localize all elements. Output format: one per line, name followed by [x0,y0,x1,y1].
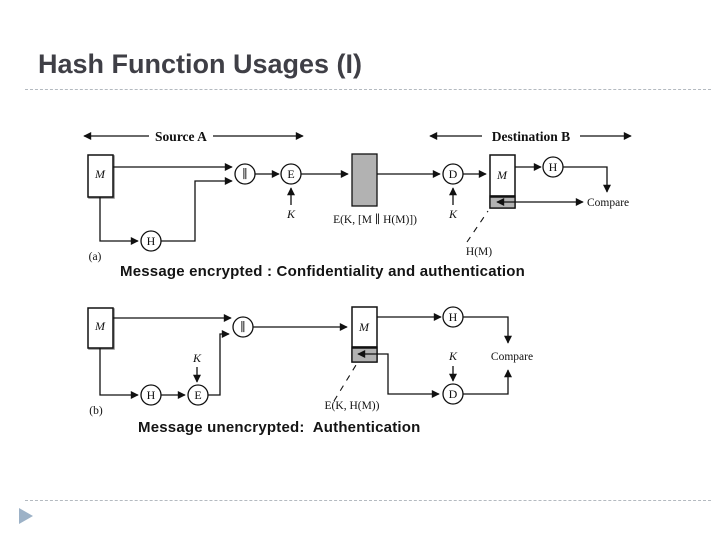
m-to-hash-line-b [99,348,139,399]
message-label-a-source: M [94,167,106,181]
encrypt-label-a: E [287,167,294,181]
hash-label-a-source: H [147,234,156,248]
caption-unencrypted: Message unencrypted: Authentication [138,419,421,436]
message-label-b-dest: M [358,320,370,334]
hash-to-compare-line-a [563,166,611,193]
destination-b-label: Destination B [492,129,570,144]
message-label-a-dest: M [496,168,508,182]
corner-triangle-icon [19,508,33,524]
hash-label-a-dest: H [549,160,558,174]
source-a-label: Source A [155,129,207,144]
key-label-encrypt-a: K [286,207,296,221]
cipher-pointer-dash-b [333,364,357,402]
concat-label-b: ∥ [240,320,246,334]
decrypt-to-compare-line-b [463,369,512,395]
ciphertext-label-b: E(K, H(M)) [325,400,380,412]
tag-a: (a) [89,251,102,263]
key-label-decrypt-b: K [448,349,458,363]
hash-to-compare-line-b [463,316,512,344]
diagram-a: M H ∥ E K E(K, [M ∥ H(M)]) D K M Compare… [87,153,629,263]
encrypt-to-concat-line-b [208,330,230,396]
hash-label-b-dest: H [449,310,458,324]
caption-encrypted: Message encrypted : Confidentiality and … [120,263,526,280]
message-box-b-source [87,307,114,349]
key-label-encrypt-b: K [192,351,202,365]
title-divider [25,89,711,90]
hash-section-to-decrypt-line-b [357,350,440,398]
hash-value-label-a: H(M) [466,246,492,258]
hash-label-b-source: H [147,388,156,402]
decrypt-label-a: D [449,167,458,181]
decrypt-label-b: D [449,387,458,401]
hash-pointer-dash-a [466,210,489,243]
concat-label-a: ∥ [242,167,248,181]
ciphertext-label-a: E(K, [M ∥ H(M)]) [333,213,417,226]
key-label-decrypt-a: K [448,207,458,221]
hash-to-concat-line [161,177,233,242]
diagram-b: M H E K ∥ M D K H Compare E(K, H(M)) (b) [87,306,533,417]
encrypt-label-b: E [194,388,201,402]
slide-title: Hash Function Usages (I) [38,49,363,79]
m-to-hash-line [99,197,139,245]
source-destination-header: Source A Destination B [83,129,632,144]
bottom-divider [25,500,711,501]
message-label-b-source: M [94,319,106,333]
message-box-a-source [87,154,114,198]
compare-label-b: Compare [491,351,533,363]
ciphertext-block-a [351,153,378,207]
compare-label-a: Compare [587,197,629,209]
tag-b: (b) [89,405,103,417]
